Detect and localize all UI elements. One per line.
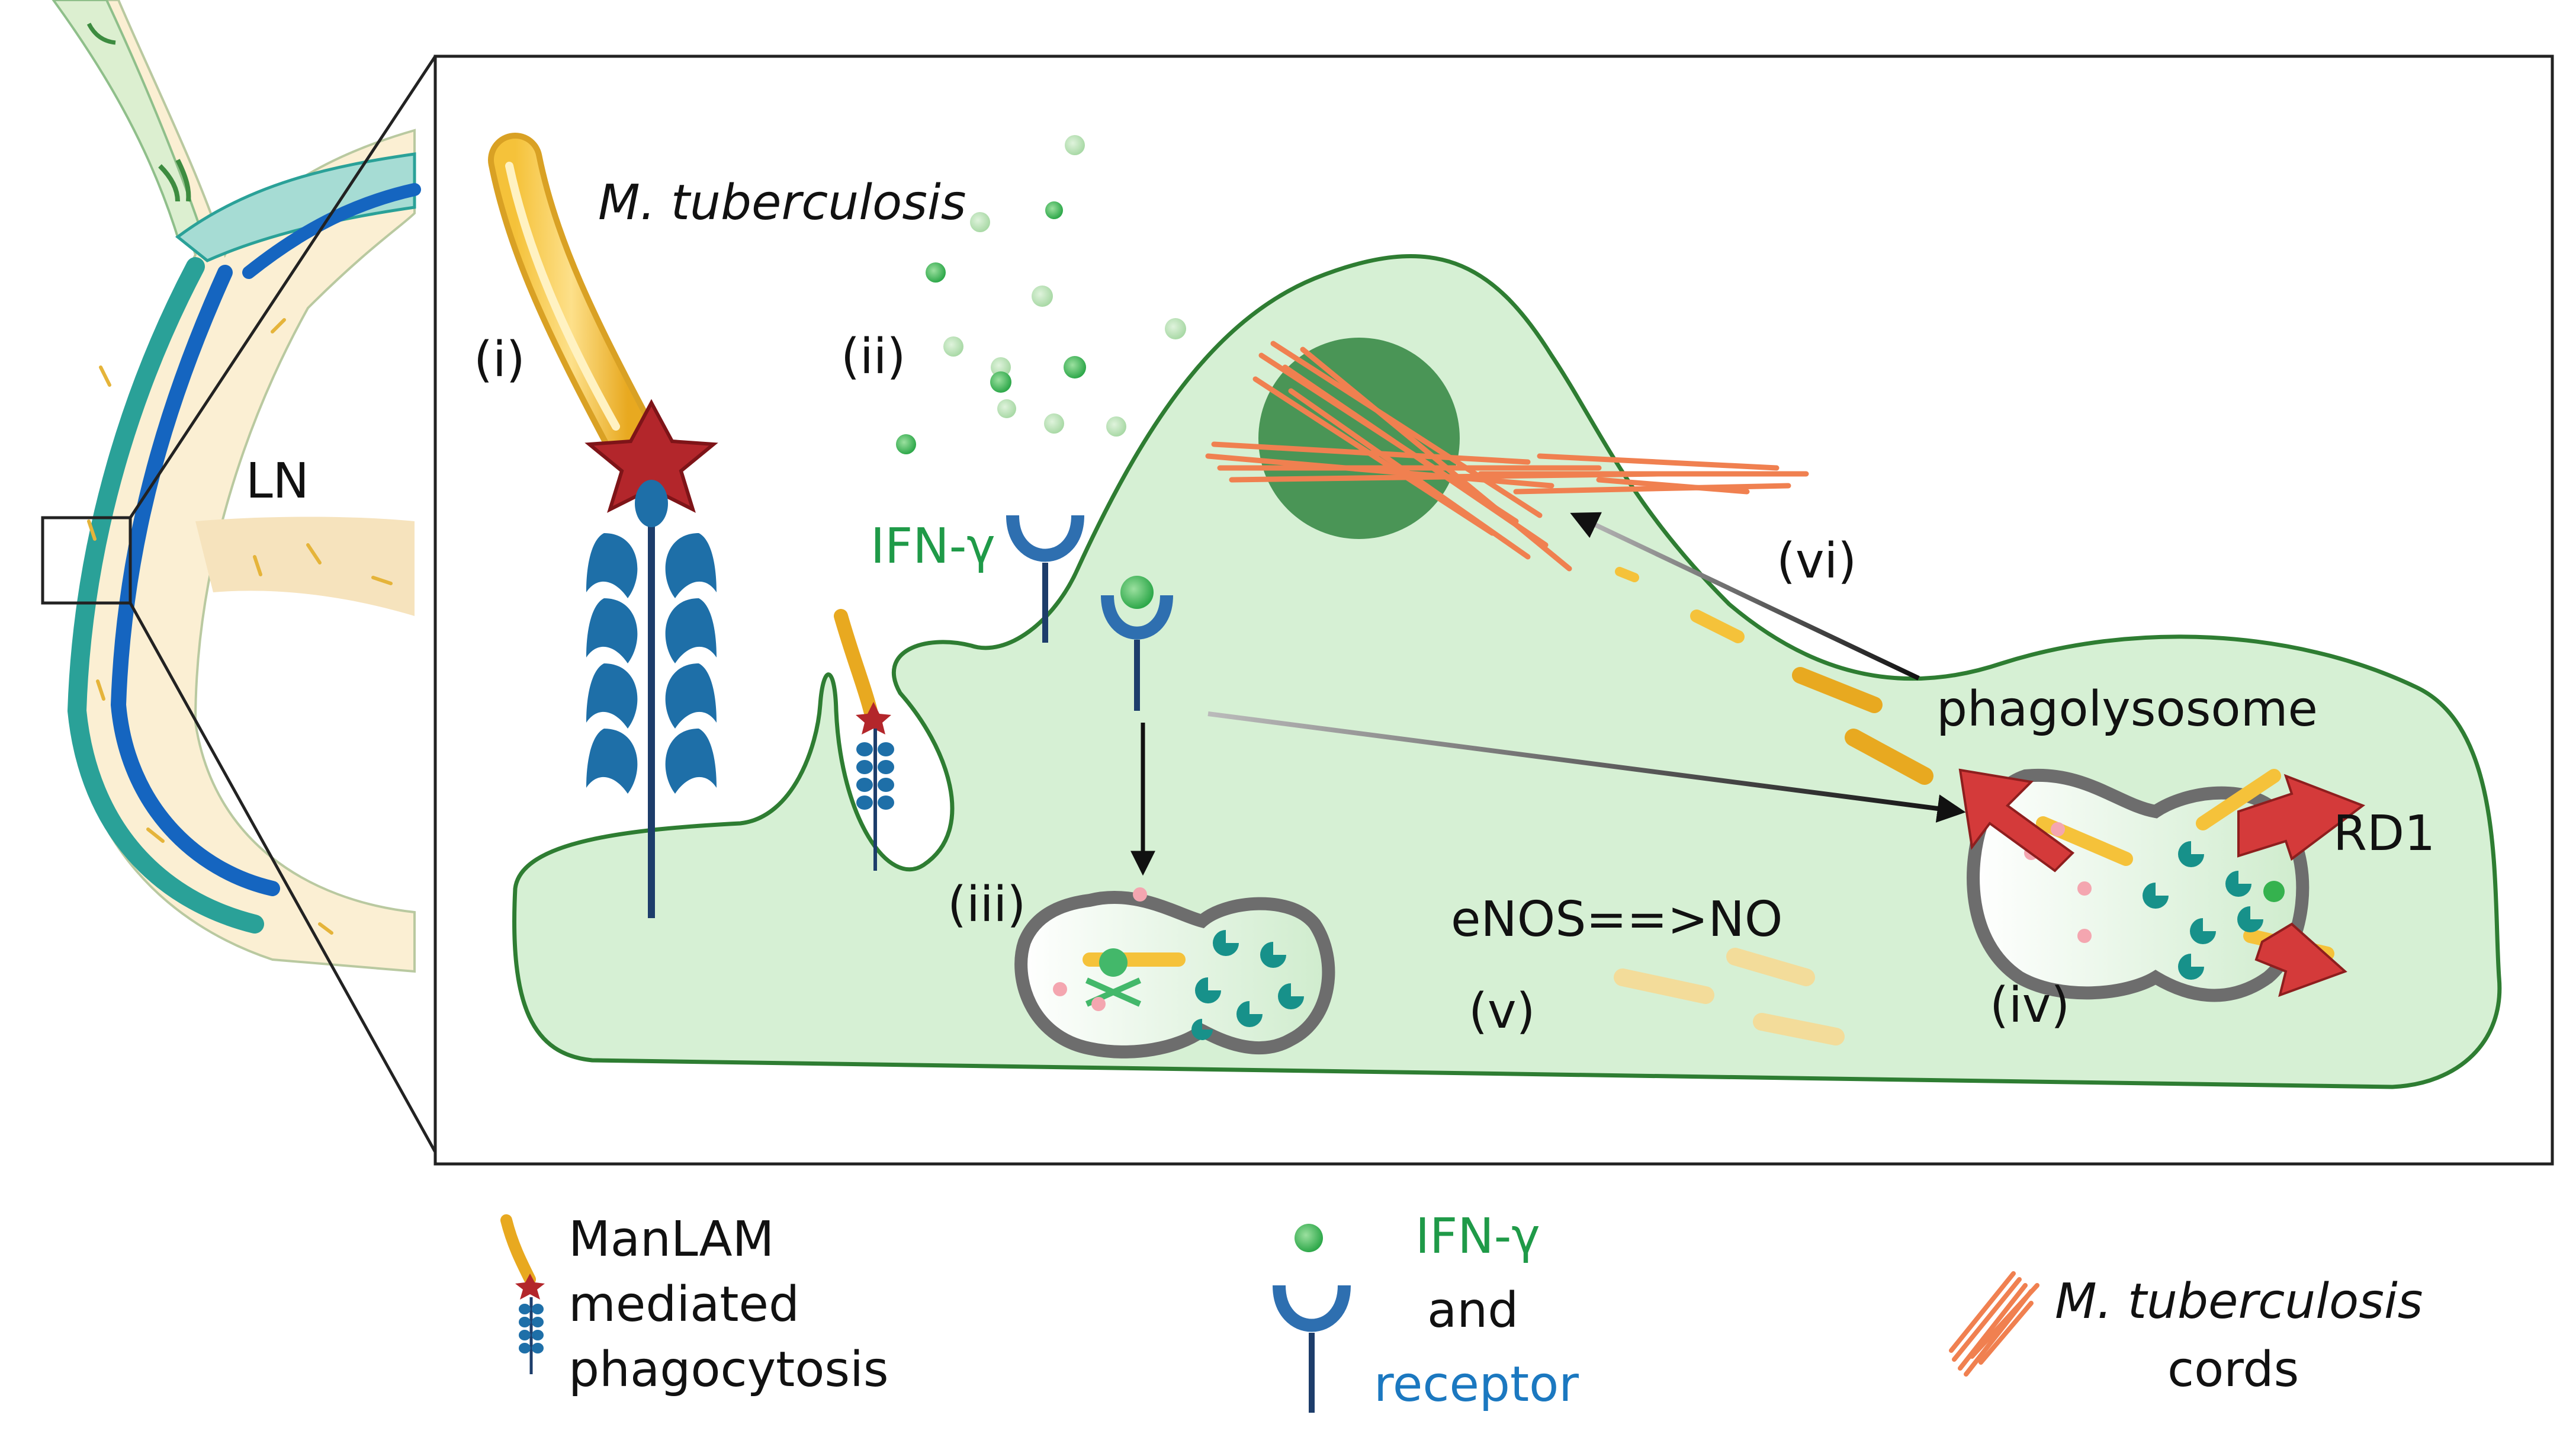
step-v-label: (v) (1469, 983, 1536, 1040)
pocket-receptor (834, 609, 894, 871)
legend-cords-label: cords (2167, 1342, 2299, 1398)
legend-manlam-line3: phagocytosis (568, 1342, 889, 1398)
legend-receptor-icon (1273, 1285, 1351, 1332)
arrow-to-iv (1207, 711, 1966, 823)
mannose-receptor (586, 480, 717, 918)
pale-bacilli (1614, 948, 1845, 1045)
ifn-gamma-dots (896, 135, 1186, 454)
mtb-label: M. tuberculosis (598, 175, 966, 231)
ifn-label: IFN-γ (871, 518, 995, 575)
legend-ifn-label: IFN-γ (1415, 1208, 1540, 1265)
zoom-box (41, 516, 132, 605)
step-ii-label: (ii) (841, 329, 906, 385)
legend: ManLAM mediated phagocytosis IFN-γ and r… (500, 1208, 2423, 1413)
phagolysosome-iv (1958, 768, 2366, 1002)
phagolysosome-label: phagolysosome (1936, 681, 2318, 737)
legend-manlam-icon (500, 1214, 536, 1285)
mtb-cords (1205, 341, 1809, 572)
legend-manlam-line1: ManLAM (568, 1211, 774, 1268)
arrow-to-vi (1570, 512, 1920, 681)
vacuole-iii (1014, 887, 1335, 1058)
step-iii-label: (iii) (947, 877, 1026, 933)
step-i-label: (i) (474, 332, 525, 388)
ifn-receptors (1006, 515, 1173, 711)
legend-ifn-icon (1295, 1224, 1323, 1252)
rd1-arrow (1958, 768, 2075, 873)
enos-label: eNOS==>NO (1451, 891, 1782, 948)
rd1-label: RD1 (2333, 806, 2435, 862)
bacilli-trail (1615, 567, 1933, 785)
ln-label: LN (246, 453, 309, 509)
legend-and-label: and (1427, 1282, 1518, 1339)
legend-receptor-label: receptor (1374, 1356, 1579, 1413)
legend-manlam-line2: mediated (568, 1276, 799, 1333)
legend-cords-icon (1949, 1271, 2039, 1377)
legend-cords-italic: M. tuberculosis (2055, 1274, 2423, 1330)
lymph-node-illustration: LN (41, 0, 437, 1153)
step-iv-label: (iv) (1990, 977, 2070, 1034)
bound-ifn (1120, 576, 1154, 609)
step-vi-label: (vi) (1777, 533, 1856, 589)
